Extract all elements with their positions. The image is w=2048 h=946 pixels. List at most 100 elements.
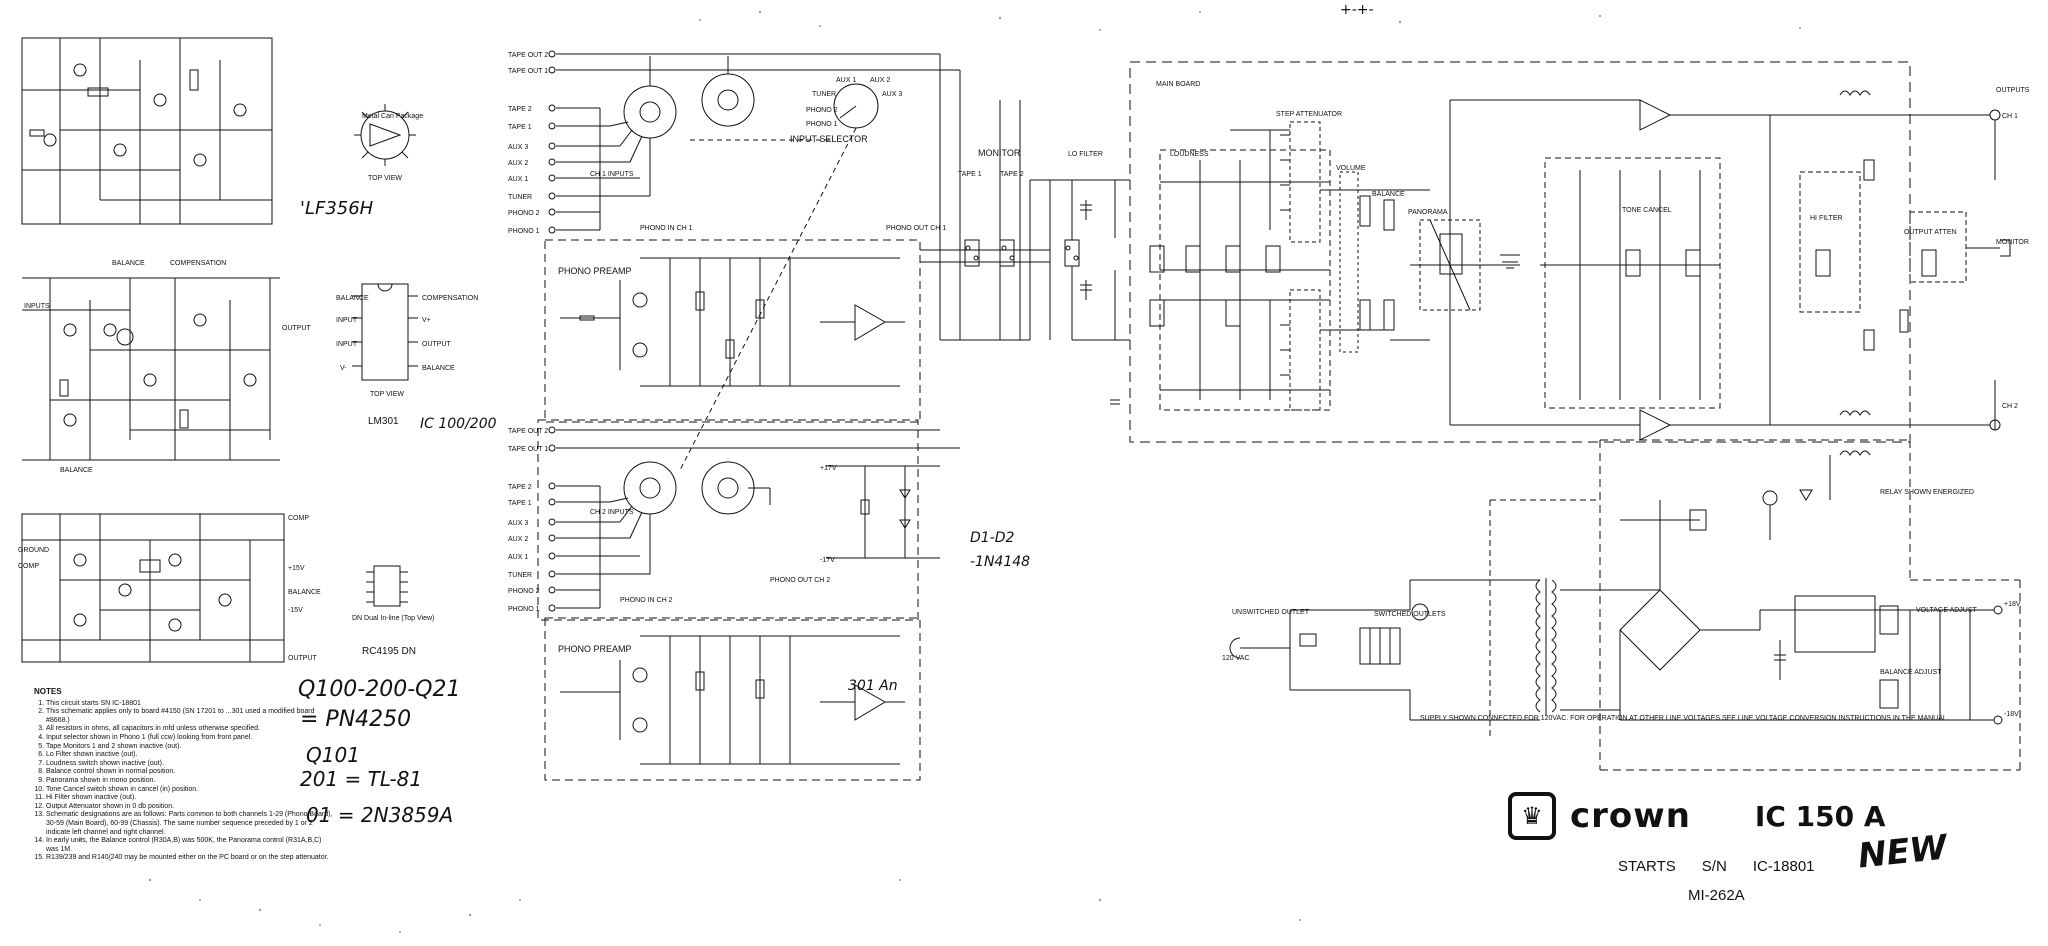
output-atten-section: [1899, 109, 2011, 431]
label-outputs: OUTPUTS: [1996, 87, 2030, 94]
notes-title: NOTES: [34, 687, 62, 696]
sel-pos-tuner: TUNER: [812, 91, 836, 98]
panorama-control: [1410, 205, 1520, 311]
hand-q101: Q101: [306, 743, 360, 767]
cct3-balance: BALANCE: [288, 589, 321, 596]
label-switched: SWITCHED OUTLETS: [1374, 611, 1446, 618]
note-item: This schematic applies only to board #41…: [46, 708, 334, 725]
tone-cancel-section: [1449, 99, 1770, 441]
note-item: Lo Filter shown inactive (out).: [46, 751, 334, 760]
lm301-pin8: COMPENSATION: [422, 295, 478, 302]
sel-pos-aux1: AUX 1: [836, 77, 856, 84]
brand-name: crown: [1570, 796, 1691, 836]
sel-pos-phono2: PHONO 2: [806, 107, 838, 114]
jack-ch2-6: AUX 1: [508, 554, 528, 561]
jack-ch1-0: TAPE OUT 2: [508, 52, 548, 59]
label-hi-filter: HI FILTER: [1810, 215, 1843, 222]
hand-q100: Q100-200-Q21: [298, 677, 461, 702]
label-monitor: MONITOR: [978, 148, 1021, 158]
sn-label: S/N: [1701, 858, 1727, 875]
power-supply: [1229, 499, 2003, 740]
jack-labels-ch2: TAPE OUT 2 TAPE OUT 1 TAPE 2 TAPE 1 AUX …: [508, 428, 548, 613]
label-monitor-out: MONITOR: [1996, 239, 2029, 246]
hand-top: +-+-: [1340, 2, 1374, 18]
label-phono-out-ch2: PHONO OUT CH 2: [770, 577, 830, 584]
metal-can-label: Metal Can Package: [362, 113, 423, 120]
model-number: IC 150 A: [1754, 799, 1886, 833]
jack-circles-ch2: [548, 426, 556, 612]
hand-q201: 201 = TL-81: [300, 767, 422, 791]
lm301-title: LM301: [368, 416, 399, 427]
label-tape1: TAPE 1: [958, 171, 982, 178]
phono-preamp-ch2: [544, 617, 921, 781]
jack-ch1-8: PHONO 2: [508, 210, 540, 217]
cct3-comp1: COMP: [288, 515, 309, 522]
lm301-pin6: OUTPUT: [422, 341, 452, 348]
jack-ch2-0: TAPE OUT 2: [508, 428, 548, 435]
sel-pos-aux3: AUX 3: [882, 91, 902, 98]
selector-dial-labels: AUX 1 AUX 2 TUNER AUX 3 PHONO 2 PHONO 1: [806, 77, 902, 128]
jack-ch1-1: TAPE OUT 1: [508, 68, 548, 75]
note-item: All resistors in ohms, all capacitors in…: [46, 725, 334, 734]
label-phono-in-ch2: PHONO IN CH 2: [620, 597, 673, 604]
lf356h-circuit: [21, 37, 273, 225]
label-plus17: +17V: [820, 465, 837, 472]
rc4195-title: RC4195 DN: [362, 646, 416, 657]
hand-ic100: IC 100/200: [420, 416, 497, 432]
supply-note: SUPPLY SHOWN CONNECTED FOR 120VAC. FOR O…: [1420, 715, 1949, 722]
lm301-pin3: INPUT: [336, 341, 358, 348]
jack-ch2-9: PHONO 1: [508, 606, 540, 613]
title-block: ♛ crown IC 150 A STARTS S/N IC-18801 MI-…: [1508, 792, 2028, 932]
note-item: Tone Cancel switch shown in cancel (in) …: [46, 786, 334, 795]
label-loudness: LOUDNESS: [1170, 151, 1209, 158]
label-minus17: -17V: [820, 557, 835, 564]
volume-control: [1320, 171, 1390, 353]
cct3-ground: GROUND: [18, 547, 49, 554]
cct3-minus15: -15V: [288, 607, 303, 614]
cct2-balance2: BALANCE: [60, 467, 93, 474]
lo-filter-switch: [1064, 180, 1130, 405]
jack-ch1-5: AUX 2: [508, 160, 528, 167]
lm301-dip: [352, 283, 418, 381]
lm301-pin1: BALANCE: [336, 295, 369, 302]
lm301-pin7: V+: [422, 317, 431, 324]
label-tape2: TAPE 2: [1000, 171, 1024, 178]
hi-filter-section: [1769, 90, 1980, 426]
note-item: Balance control shown in normal position…: [46, 768, 334, 777]
jack-ch2-7: TUNER: [508, 572, 532, 579]
starts-label: STARTS: [1618, 858, 1676, 875]
hand-d1: 01 = 2N3859A: [306, 803, 453, 827]
note-item: Input selector shown in Phono 1 (full cc…: [46, 734, 334, 743]
cct3-comp2: COMP: [18, 563, 39, 570]
scan-noise: [78, 10, 1801, 933]
brand-row: ♛ crown IC 150 A: [1508, 792, 2028, 840]
phono-supply: [826, 465, 940, 559]
metal-can-pinout: [354, 104, 416, 166]
note-item: Output Attenuator shown in 0 db position…: [46, 803, 334, 812]
sel-pos-phono1: PHONO 1: [806, 121, 838, 128]
label-unswitched: UNSWITCHED OUTLET: [1232, 609, 1310, 616]
label-balance-adjust: BALANCE ADJUST: [1880, 669, 1942, 676]
label-step-attenuator: STEP ATTENUATOR: [1276, 111, 1342, 118]
metal-can-topview: TOP VIEW: [368, 175, 402, 182]
label-ch1-out: CH 1: [2002, 113, 2018, 120]
label-ch2-out: CH 2: [2002, 403, 2018, 410]
cct3-output: OUTPUT: [288, 655, 318, 662]
note-item: R139/239 and R140/240 may be mounted eit…: [46, 854, 334, 863]
jack-ch1-6: AUX 1: [508, 176, 528, 183]
jack-ch2-3: TAPE 1: [508, 500, 532, 507]
lm301-topview: TOP VIEW: [370, 391, 404, 398]
hand-lf356h: 'LF356H: [300, 198, 374, 219]
hand-1n4148: -1N4148: [970, 554, 1030, 570]
label-lo-filter: LO FILTER: [1068, 151, 1103, 158]
label-plus18: +18V: [2004, 601, 2021, 608]
note-item: Panorama shown in mono position.: [46, 777, 334, 786]
serial-number: IC-18801: [1752, 858, 1815, 875]
note-item: Hi Filter shown inactive (out).: [46, 794, 334, 803]
label-phono-out-ch1: PHONO OUT CH 1: [886, 225, 946, 232]
input-jacks-ch2-wiring: [556, 429, 960, 609]
input-selector-ch2: [609, 461, 771, 574]
jack-circles-ch1: [548, 50, 556, 234]
label-output-atten: OUTPUT ATTEN: [1904, 229, 1957, 236]
